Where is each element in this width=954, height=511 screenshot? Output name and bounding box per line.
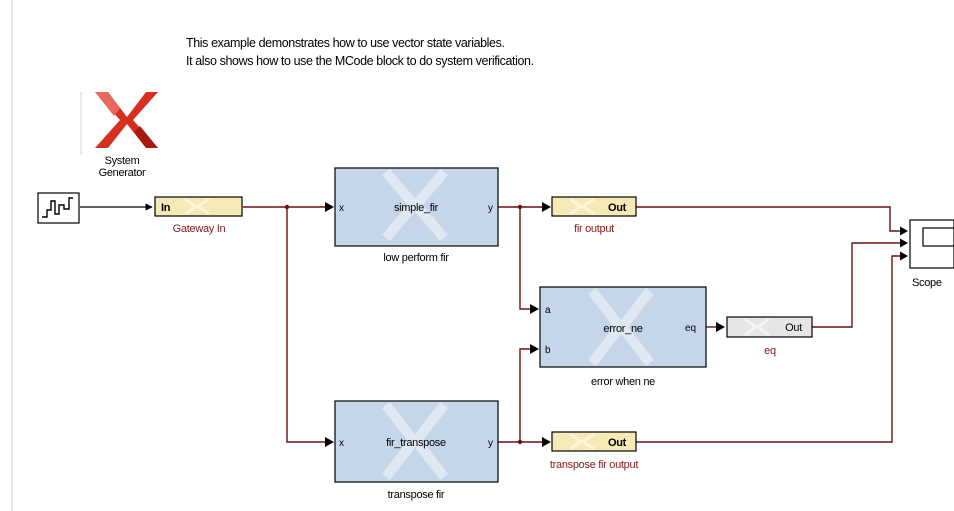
- arrow-scope-in-3: [900, 251, 908, 261]
- wire-to-error-b: [519, 348, 530, 442]
- simple-fir-watermark-icon: [382, 168, 448, 242]
- transpose-fir-output-block[interactable]: Out: [551, 431, 637, 452]
- arrow-transpose-output-in: [542, 437, 551, 447]
- signal-source-block[interactable]: [37, 192, 80, 224]
- fir-transpose-in-port: x: [339, 438, 344, 449]
- wire-fir-output-to-scope: [636, 206, 900, 232]
- gateway-in-port-label: In: [161, 202, 171, 214]
- transpose-fir-output-watermark-icon: [569, 432, 595, 451]
- arrow-fir-output-in: [542, 202, 551, 212]
- waveform-icon: [42, 197, 73, 218]
- gateway-in-block[interactable]: In: [154, 196, 243, 217]
- fir-transpose-name: fir_transpose: [386, 437, 446, 449]
- arrow-simple-fir-in: [325, 202, 334, 212]
- error-ne-block[interactable]: a b eq error_ne: [539, 286, 707, 368]
- system-generator-logo[interactable]: System Generator: [80, 92, 158, 179]
- arrow-scope-in-1: [900, 226, 908, 236]
- wire-eq-to-scope: [812, 242, 900, 328]
- scope-caption: Scope: [912, 277, 942, 289]
- scope-block[interactable]: [909, 219, 954, 269]
- fir-transpose-watermark-icon: [382, 401, 448, 481]
- transpose-fir-output-port-label: Out: [608, 437, 627, 449]
- arrow-fir-transpose-in: [325, 437, 334, 447]
- fir-output-watermark-icon: [569, 197, 595, 216]
- error-ne-name: error_ne: [603, 323, 642, 335]
- wire-transpose-output-to-scope: [636, 255, 900, 443]
- fir-output-port-label: Out: [608, 202, 627, 214]
- fir-transpose-caption: transpose fir: [388, 489, 445, 501]
- simple-fir-caption: low perform fir: [383, 252, 449, 264]
- xilinx-x-icon: [95, 92, 158, 148]
- simple-fir-out-port: y: [488, 203, 493, 214]
- arrow-scope-in-2: [900, 238, 908, 248]
- eq-out-caption: eq: [764, 345, 776, 357]
- simple-fir-in-port: x: [339, 203, 344, 214]
- eq-out-port-label: Out: [785, 322, 802, 334]
- wire-to-fir-transpose: [286, 207, 325, 443]
- fir-transpose-out-port: y: [488, 438, 493, 449]
- error-ne-watermark-icon: [588, 287, 654, 367]
- gateway-in-watermark-icon: [184, 197, 210, 216]
- simple-fir-name: simple_fir: [394, 202, 439, 214]
- fir-output-block[interactable]: Out: [551, 196, 637, 217]
- error-ne-caption: error when ne: [591, 376, 655, 388]
- arrow-error-a-in: [530, 304, 539, 314]
- arrow-eq-in: [716, 322, 725, 332]
- eq-out-block[interactable]: Out: [726, 316, 813, 338]
- fir-transpose-block[interactable]: x y fir_transpose: [334, 400, 499, 483]
- logo-caption-system: System: [105, 155, 140, 167]
- error-ne-out-port: eq: [685, 323, 696, 334]
- arrow-error-b-in: [530, 344, 539, 354]
- transpose-fir-output-caption: transpose fir output: [550, 459, 638, 471]
- wire-to-error-a: [519, 207, 530, 310]
- error-ne-in-port-a: a: [545, 305, 551, 316]
- gateway-in-caption: Gateway In: [173, 223, 226, 235]
- error-ne-in-port-b: b: [545, 345, 551, 356]
- logo-caption-generator: Generator: [99, 167, 146, 179]
- signal-wires: [80, 202, 908, 447]
- fir-output-caption: fir output: [574, 223, 614, 235]
- scope-screen-icon: [922, 227, 954, 247]
- description-line-1: This example demonstrates how to use vec…: [186, 36, 505, 50]
- description-line-2: It also shows how to use the MCode block…: [186, 54, 534, 68]
- simple-fir-block[interactable]: x y simple_fir: [334, 167, 499, 247]
- eq-out-watermark-icon: [744, 317, 770, 337]
